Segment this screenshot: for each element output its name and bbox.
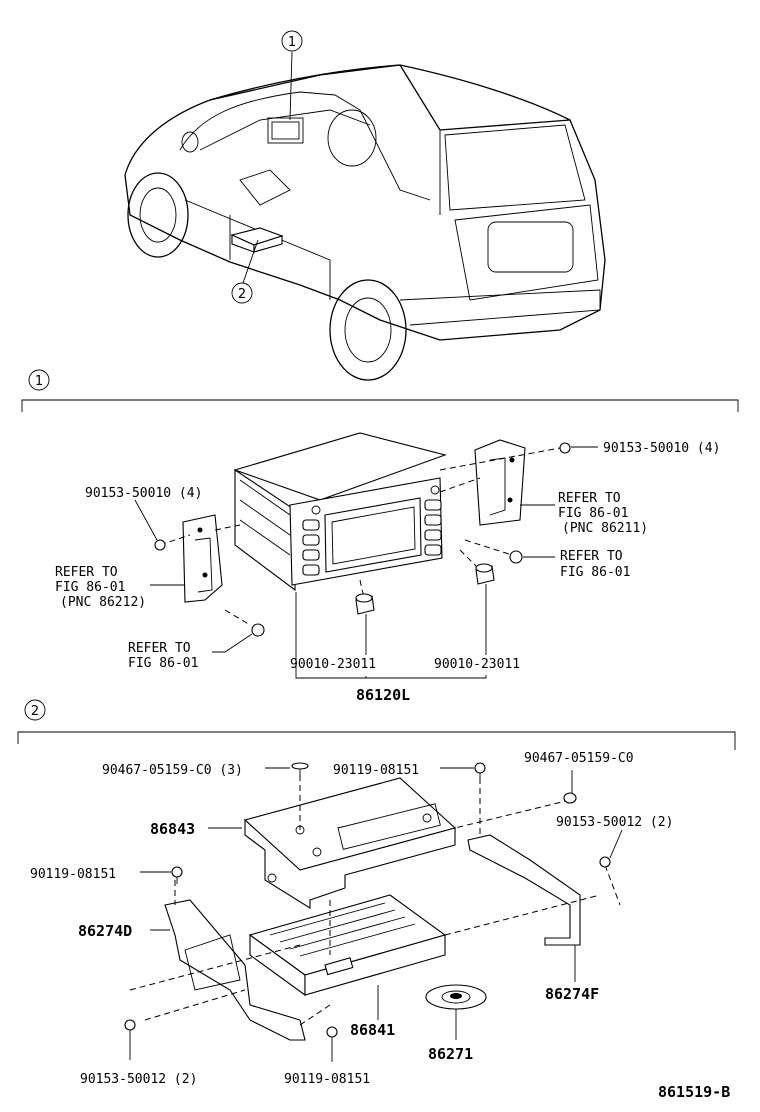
screw-top-right <box>559 442 598 454</box>
label-refer-bottom-2: FIG 86-01 <box>128 656 198 671</box>
screw-right-low <box>509 550 555 564</box>
label-screw-left: 90119-08151 <box>30 867 116 882</box>
label-86271: 86271 <box>428 1045 473 1063</box>
head-unit <box>233 432 447 592</box>
screw-90119-bottom <box>326 1026 338 1062</box>
label-knob-right: 90010-23011 <box>434 657 520 672</box>
knob-right <box>475 563 495 655</box>
label-refer-bottom-1: REFER TO <box>128 641 191 656</box>
section-1-marker: 1 <box>35 374 43 389</box>
vehicle-illustration <box>124 64 606 381</box>
bolt-90153-bottom <box>124 1019 136 1060</box>
label-bolt-bottom-left: 90153-50012 (2) <box>80 1072 197 1087</box>
left-bracket <box>182 514 223 603</box>
label-86841: 86841 <box>350 1021 395 1039</box>
section-2-marker: 2 <box>31 704 39 719</box>
callout-1-label: 1 <box>288 35 296 50</box>
label-screw-mid-top: 90119-08151 <box>333 763 419 778</box>
right-bracket <box>474 439 526 526</box>
screw-left <box>134 499 166 551</box>
label-refer-right-low-1: REFER TO <box>560 549 623 564</box>
label-screw-right-top: 90467-05159-C0 <box>524 751 634 766</box>
callout-2: 2 <box>231 239 259 304</box>
label-knob-left: 90010-23011 <box>290 657 376 672</box>
label-assembly-86120L: 86120L <box>356 686 410 704</box>
screw-90467-right <box>563 770 577 804</box>
label-screw-bottom: 90119-08151 <box>284 1072 370 1087</box>
bolt-90153-right <box>599 829 623 868</box>
label-refer-left-1: REFER TO <box>55 565 118 580</box>
label-bolt-top-right: 90153-50010 (4) <box>603 441 720 456</box>
label-refer-right-3: (PNC 86211) <box>562 521 648 536</box>
label-86843: 86843 <box>150 820 195 838</box>
label-86274D: 86274D <box>78 922 132 940</box>
bracket-86274D <box>152 899 306 1041</box>
label-refer-right-low-2: FIG 86-01 <box>560 565 630 580</box>
screw-90119-left <box>140 866 183 884</box>
section-2: 2 <box>17 699 736 1087</box>
label-refer-right-2: FIG 86-01 <box>558 506 628 521</box>
disc-86271 <box>425 984 487 1040</box>
label-refer-left-2: FIG 86-01 <box>55 580 125 595</box>
label-bolt-right: 90153-50012 (2) <box>556 815 673 830</box>
callout-1: 1 <box>281 30 303 121</box>
section-1: 1 <box>21 369 739 704</box>
bracket-86274F <box>467 834 581 982</box>
label-refer-left-3: (PNC 86212) <box>60 595 146 610</box>
label-bolt-left: 90153-50010 (4) <box>85 486 202 501</box>
diagram-id: 861519-B <box>658 1083 730 1101</box>
screw-bottom-left <box>212 623 265 653</box>
section-2-bracket <box>17 731 736 750</box>
knob-left <box>355 593 375 655</box>
unit-86841 <box>248 894 447 1020</box>
screw-90467-left <box>265 762 309 776</box>
label-86274F: 86274F <box>545 985 599 1003</box>
callout-2-label: 2 <box>238 287 246 302</box>
label-screw-left-top: 90467-05159-C0 (3) <box>102 763 243 778</box>
cover-86843 <box>208 777 457 909</box>
section-1-bracket <box>21 399 739 412</box>
label-refer-right-1: REFER TO <box>558 491 621 506</box>
screw-90119-top <box>440 762 486 780</box>
